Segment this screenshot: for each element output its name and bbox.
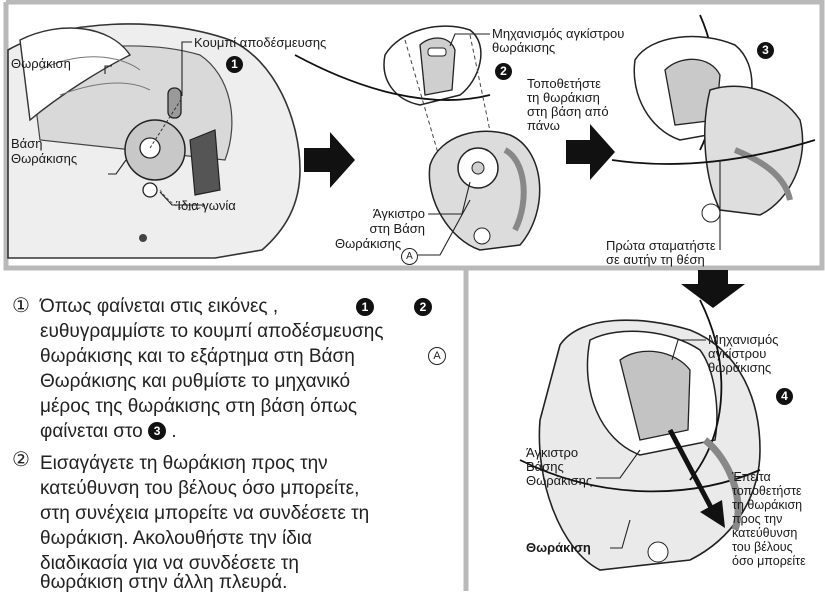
label-hook4-line1: Άγκιστρο bbox=[526, 446, 578, 460]
label-mechanism4-line1: Μηχανισμός bbox=[708, 333, 778, 347]
item1-marker-3: 3 bbox=[148, 422, 166, 440]
label-base-line1: Βάση bbox=[11, 137, 42, 151]
item1-marker-1: 1 bbox=[356, 298, 374, 316]
label-shield: Θωράκιση bbox=[11, 57, 71, 71]
marker-3: 3 bbox=[757, 42, 774, 59]
label-then-line1: Έπειτα bbox=[732, 471, 771, 485]
label-then-line7: όσο μπορείτε bbox=[732, 555, 806, 569]
arrow-right-1 bbox=[304, 132, 355, 188]
label-mechanism-line1: Μηχανισμός αγκίστρου bbox=[492, 27, 624, 41]
label-first-stop-line2: σε αυτήν τη θέση bbox=[606, 253, 705, 267]
item1-line5: μέρος της θωράκισης στη βάση όπως bbox=[40, 394, 357, 419]
step3-drawing bbox=[612, 15, 815, 222]
item1-line2: ευθυγραμμίστε το κουμπί αποδέσμευσης bbox=[40, 319, 384, 344]
label-same-angle: Ίδια γωνία bbox=[176, 199, 236, 213]
item1-marker-a: A bbox=[428, 347, 446, 365]
label-hook-line1: Άγκιστρο bbox=[335, 207, 425, 221]
label-place-line1: Τοποθετήστε bbox=[527, 77, 601, 91]
item1-marker-2: 2 bbox=[414, 298, 432, 316]
label-mechanism4-line2: αγκίστρου bbox=[708, 347, 766, 361]
label-then-line4: προς την bbox=[732, 513, 782, 527]
label-place-line3: στη βάση από bbox=[527, 105, 609, 119]
item1-line6: φαίνεται στο 3 . bbox=[40, 419, 177, 444]
label-base-line2: Θωράκισης bbox=[11, 152, 77, 166]
label-mechanism4-line3: θωράκισης bbox=[708, 361, 771, 375]
item1-number: ① bbox=[12, 294, 30, 319]
item1-line6-end: . bbox=[171, 421, 176, 442]
item2-line3: στη συνέχεια μπορείτε να συνδέσετε τη bbox=[40, 501, 369, 526]
marker-1: 1 bbox=[226, 56, 243, 73]
label-mechanism-line2: θωράκισης bbox=[492, 41, 555, 55]
label-place-line4: πάνω bbox=[527, 119, 560, 133]
label-release-button: Κουμπί αποδέσμευσης bbox=[194, 36, 326, 50]
item1-line3: θωράκισης και το εξάρτημα στη Βάση bbox=[40, 344, 355, 369]
marker-4: 4 bbox=[776, 388, 793, 405]
arrow-down bbox=[681, 270, 745, 308]
label-shield4: Θωράκιση bbox=[526, 541, 591, 555]
label-hook-line2: στη Βάση bbox=[335, 222, 425, 236]
label-hook-line3: Θωράκισης bbox=[335, 237, 399, 251]
item2-number: ② bbox=[12, 448, 30, 473]
item1-line4: Θωράκισης και ρυθμίστε το μηχανικό bbox=[40, 369, 350, 394]
label-then-line2: τοποθετήστε bbox=[732, 485, 802, 499]
label-then-line6: του βέλους bbox=[732, 541, 793, 555]
label-then-line5: κατεύθυνση bbox=[732, 527, 797, 541]
marker-2: 2 bbox=[495, 63, 512, 80]
label-hook4-line2: Βάσης bbox=[526, 460, 564, 474]
label-first-stop-line1: Πρώτα σταματήστε bbox=[606, 239, 716, 253]
item1-line1-text: Όπως φαίνεται στις εικόνες , bbox=[40, 296, 278, 317]
label-hook4-line3: Θωράκισης bbox=[526, 474, 592, 488]
label-place-line2: τη θωράκιση bbox=[527, 91, 600, 105]
marker-a: A bbox=[401, 248, 418, 265]
item2-line1: Εισαγάγετε τη θωράκιση προς την bbox=[40, 451, 328, 476]
item2-line2: κατεύθυνση του βέλους όσο μπορείτε, bbox=[40, 476, 359, 501]
label-then-line3: τη θωράκιση bbox=[732, 499, 802, 513]
item2-line6: θωράκιση στην άλλη πλευρά. bbox=[40, 574, 287, 591]
arrow-right-2 bbox=[566, 124, 615, 180]
item1-line1: Όπως φαίνεται στις εικόνες , bbox=[40, 294, 278, 319]
item1-line6-text: φαίνεται στο bbox=[40, 421, 143, 442]
item2-line4: θωράκιση. Ακολουθήστε την ίδια bbox=[40, 526, 312, 551]
